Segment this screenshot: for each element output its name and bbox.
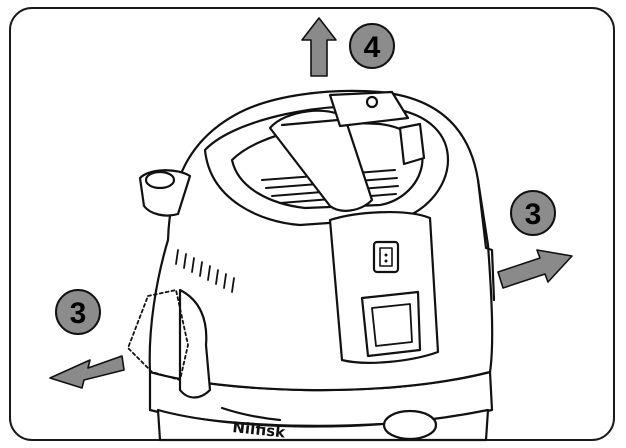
arrow-right-icon	[497, 249, 573, 289]
latch-clip	[178, 288, 212, 399]
side-latch	[398, 122, 426, 166]
arrow-up-icon	[301, 17, 337, 77]
step-badge-left	[55, 289, 101, 335]
step-number-top: 4	[364, 31, 381, 64]
hose-opening	[144, 170, 176, 190]
vacuum-head	[127, 89, 496, 442]
step-badge-top	[349, 23, 395, 69]
container-button	[382, 409, 438, 441]
lid-tab	[328, 90, 410, 128]
step-number-left: 3	[70, 297, 87, 330]
brand-text: Nilfisk	[232, 418, 287, 442]
step-badge-right	[510, 190, 556, 236]
lid-screw	[365, 95, 379, 109]
right-side	[476, 178, 496, 302]
latch-clip-open-ghost	[127, 289, 189, 381]
power-switch	[372, 240, 400, 274]
brand-plate	[220, 406, 282, 422]
carry-handle-top	[280, 118, 340, 127]
arrow-left-icon	[49, 355, 125, 389]
step-number-right: 3	[525, 198, 542, 231]
side-ribs	[175, 249, 235, 293]
